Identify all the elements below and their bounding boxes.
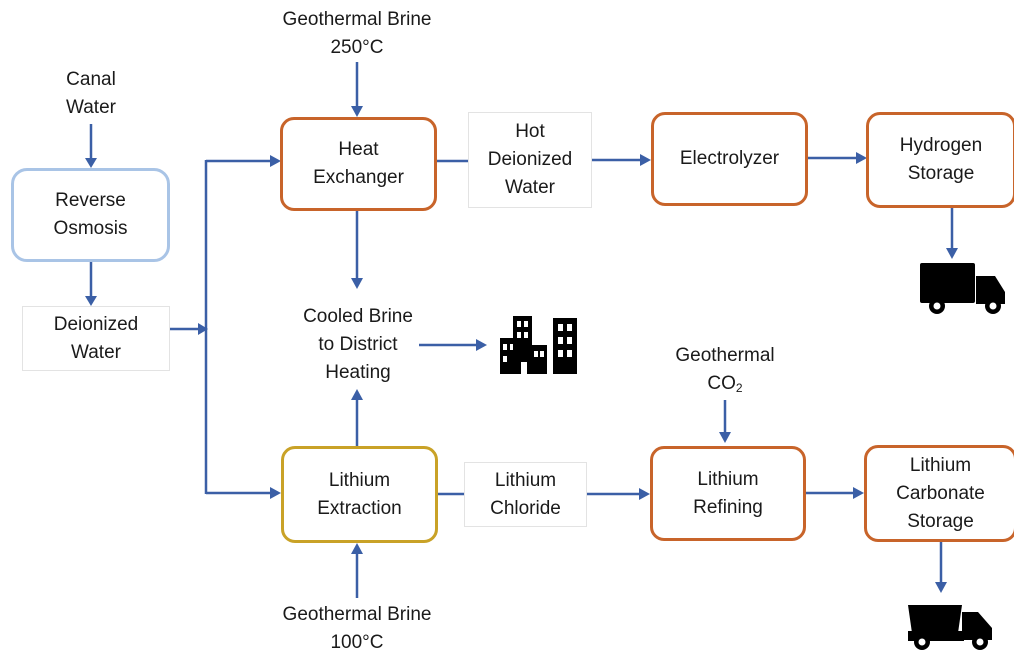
dump-truck-icon xyxy=(908,605,992,650)
hydrogen-storage-box: Hydrogen Storage xyxy=(866,112,1014,208)
lithium-extraction-box: Lithium Extraction xyxy=(281,446,438,543)
truck-icon xyxy=(920,263,1005,314)
lithium-chloride-box: Lithium Chloride xyxy=(464,462,587,527)
deionized-water-box: Deionized Water xyxy=(22,306,170,371)
geothermal-brine-100-label: Geothermal Brine 100°C xyxy=(282,604,432,653)
hot-deionized-water-box: Hot Deionized Water xyxy=(468,112,592,208)
lithium-refining-box: Lithium Refining xyxy=(650,446,806,541)
heat-exchanger-box: Heat Exchanger xyxy=(280,117,437,211)
geothermal-brine-250-label: Geothermal Brine 250°C xyxy=(282,9,432,58)
buildings-icon xyxy=(500,316,577,374)
lithium-carbonate-storage-box: Lithium Carbonate Storage xyxy=(864,445,1014,542)
canal-water-label: Canal Water xyxy=(66,69,116,118)
electrolyzer-box: Electrolyzer xyxy=(651,112,808,206)
cooled-brine-label: Cooled Brine to District Heating xyxy=(303,306,413,383)
geothermal-co2-label: Geothermal CO2 xyxy=(675,345,775,395)
reverse-osmosis-box: Reverse Osmosis xyxy=(11,168,170,262)
